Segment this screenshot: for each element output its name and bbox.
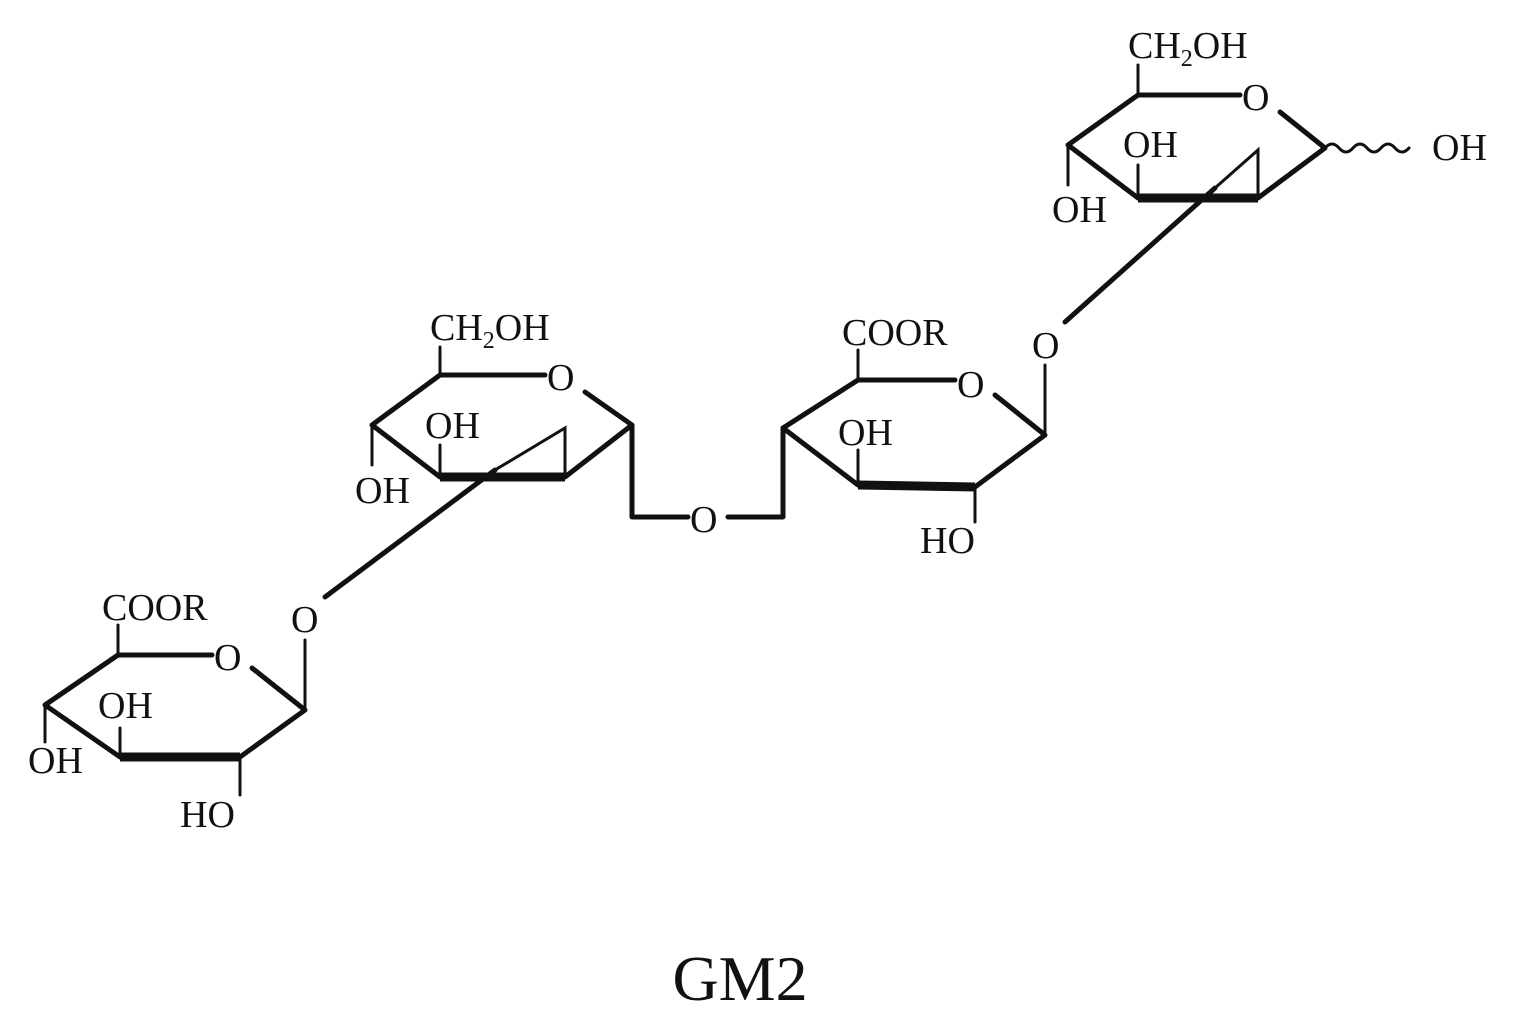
ring-c-front-bond <box>857 480 976 492</box>
ring-b-bonds <box>369 372 635 480</box>
ring-b-oh-label-2: OH <box>355 470 410 512</box>
glycosidic-oxygen-1: O <box>291 599 318 641</box>
ring-b-hexose: CH2OH O OH OH <box>355 307 635 512</box>
glycosidic-oxygen-2: O <box>690 499 717 541</box>
ring-d-anomeric-wavy-bond <box>1323 142 1411 154</box>
ring-b-oh-label: OH <box>425 405 480 447</box>
ring-d-bonds <box>1065 92 1328 201</box>
ring-a-ring-oxygen: O <box>214 637 241 679</box>
linkage-c-d-bond <box>1062 185 1218 325</box>
ring-c-substituent-bonds <box>856 348 1047 524</box>
ring-c-oh-label: OH <box>838 412 893 454</box>
ring-c-bonds <box>780 377 1048 490</box>
compound-caption: GM2 <box>672 943 807 1014</box>
linkage-a-b-bond <box>322 467 498 600</box>
ring-a-ho-label: HO <box>180 794 235 836</box>
ring-b-ring-oxygen: O <box>547 357 574 399</box>
linkage-b-c-bridge <box>629 422 786 520</box>
ring-c-coor-label: COOR <box>842 312 948 354</box>
ring-a-oh-label-2: OH <box>28 740 83 782</box>
ring-d-hexose: CH2OH O OH OH OH <box>1052 25 1487 231</box>
ring-d-substituent-bonds <box>1066 63 1260 200</box>
ring-b-substituent-bonds <box>370 345 567 479</box>
ring-a-bonds <box>42 652 308 760</box>
ring-c-ho-label: HO <box>920 520 975 562</box>
ring-d-anomeric-oh-label: OH <box>1432 127 1487 169</box>
glycosidic-oxygen-3: O <box>1032 325 1059 367</box>
ring-c-uronic-acid: COOR O OH HO O <box>780 312 1059 562</box>
ring-a-oh-label: OH <box>98 685 153 727</box>
ring-d-ch2oh-label: CH2OH <box>1128 25 1248 72</box>
ring-d-oh-label-2: OH <box>1052 189 1107 231</box>
ring-d-oh-label: OH <box>1123 124 1178 166</box>
ring-c-ring-oxygen: O <box>957 364 984 406</box>
ring-a-coor-label: COOR <box>102 587 208 629</box>
ring-a-uronic-acid: COOR O OH OH HO O <box>28 587 318 836</box>
ring-b-ch2oh-label: CH2OH <box>430 307 550 354</box>
ring-d-ring-oxygen: O <box>1242 77 1269 119</box>
ring-a-substituent-bonds <box>43 623 307 797</box>
